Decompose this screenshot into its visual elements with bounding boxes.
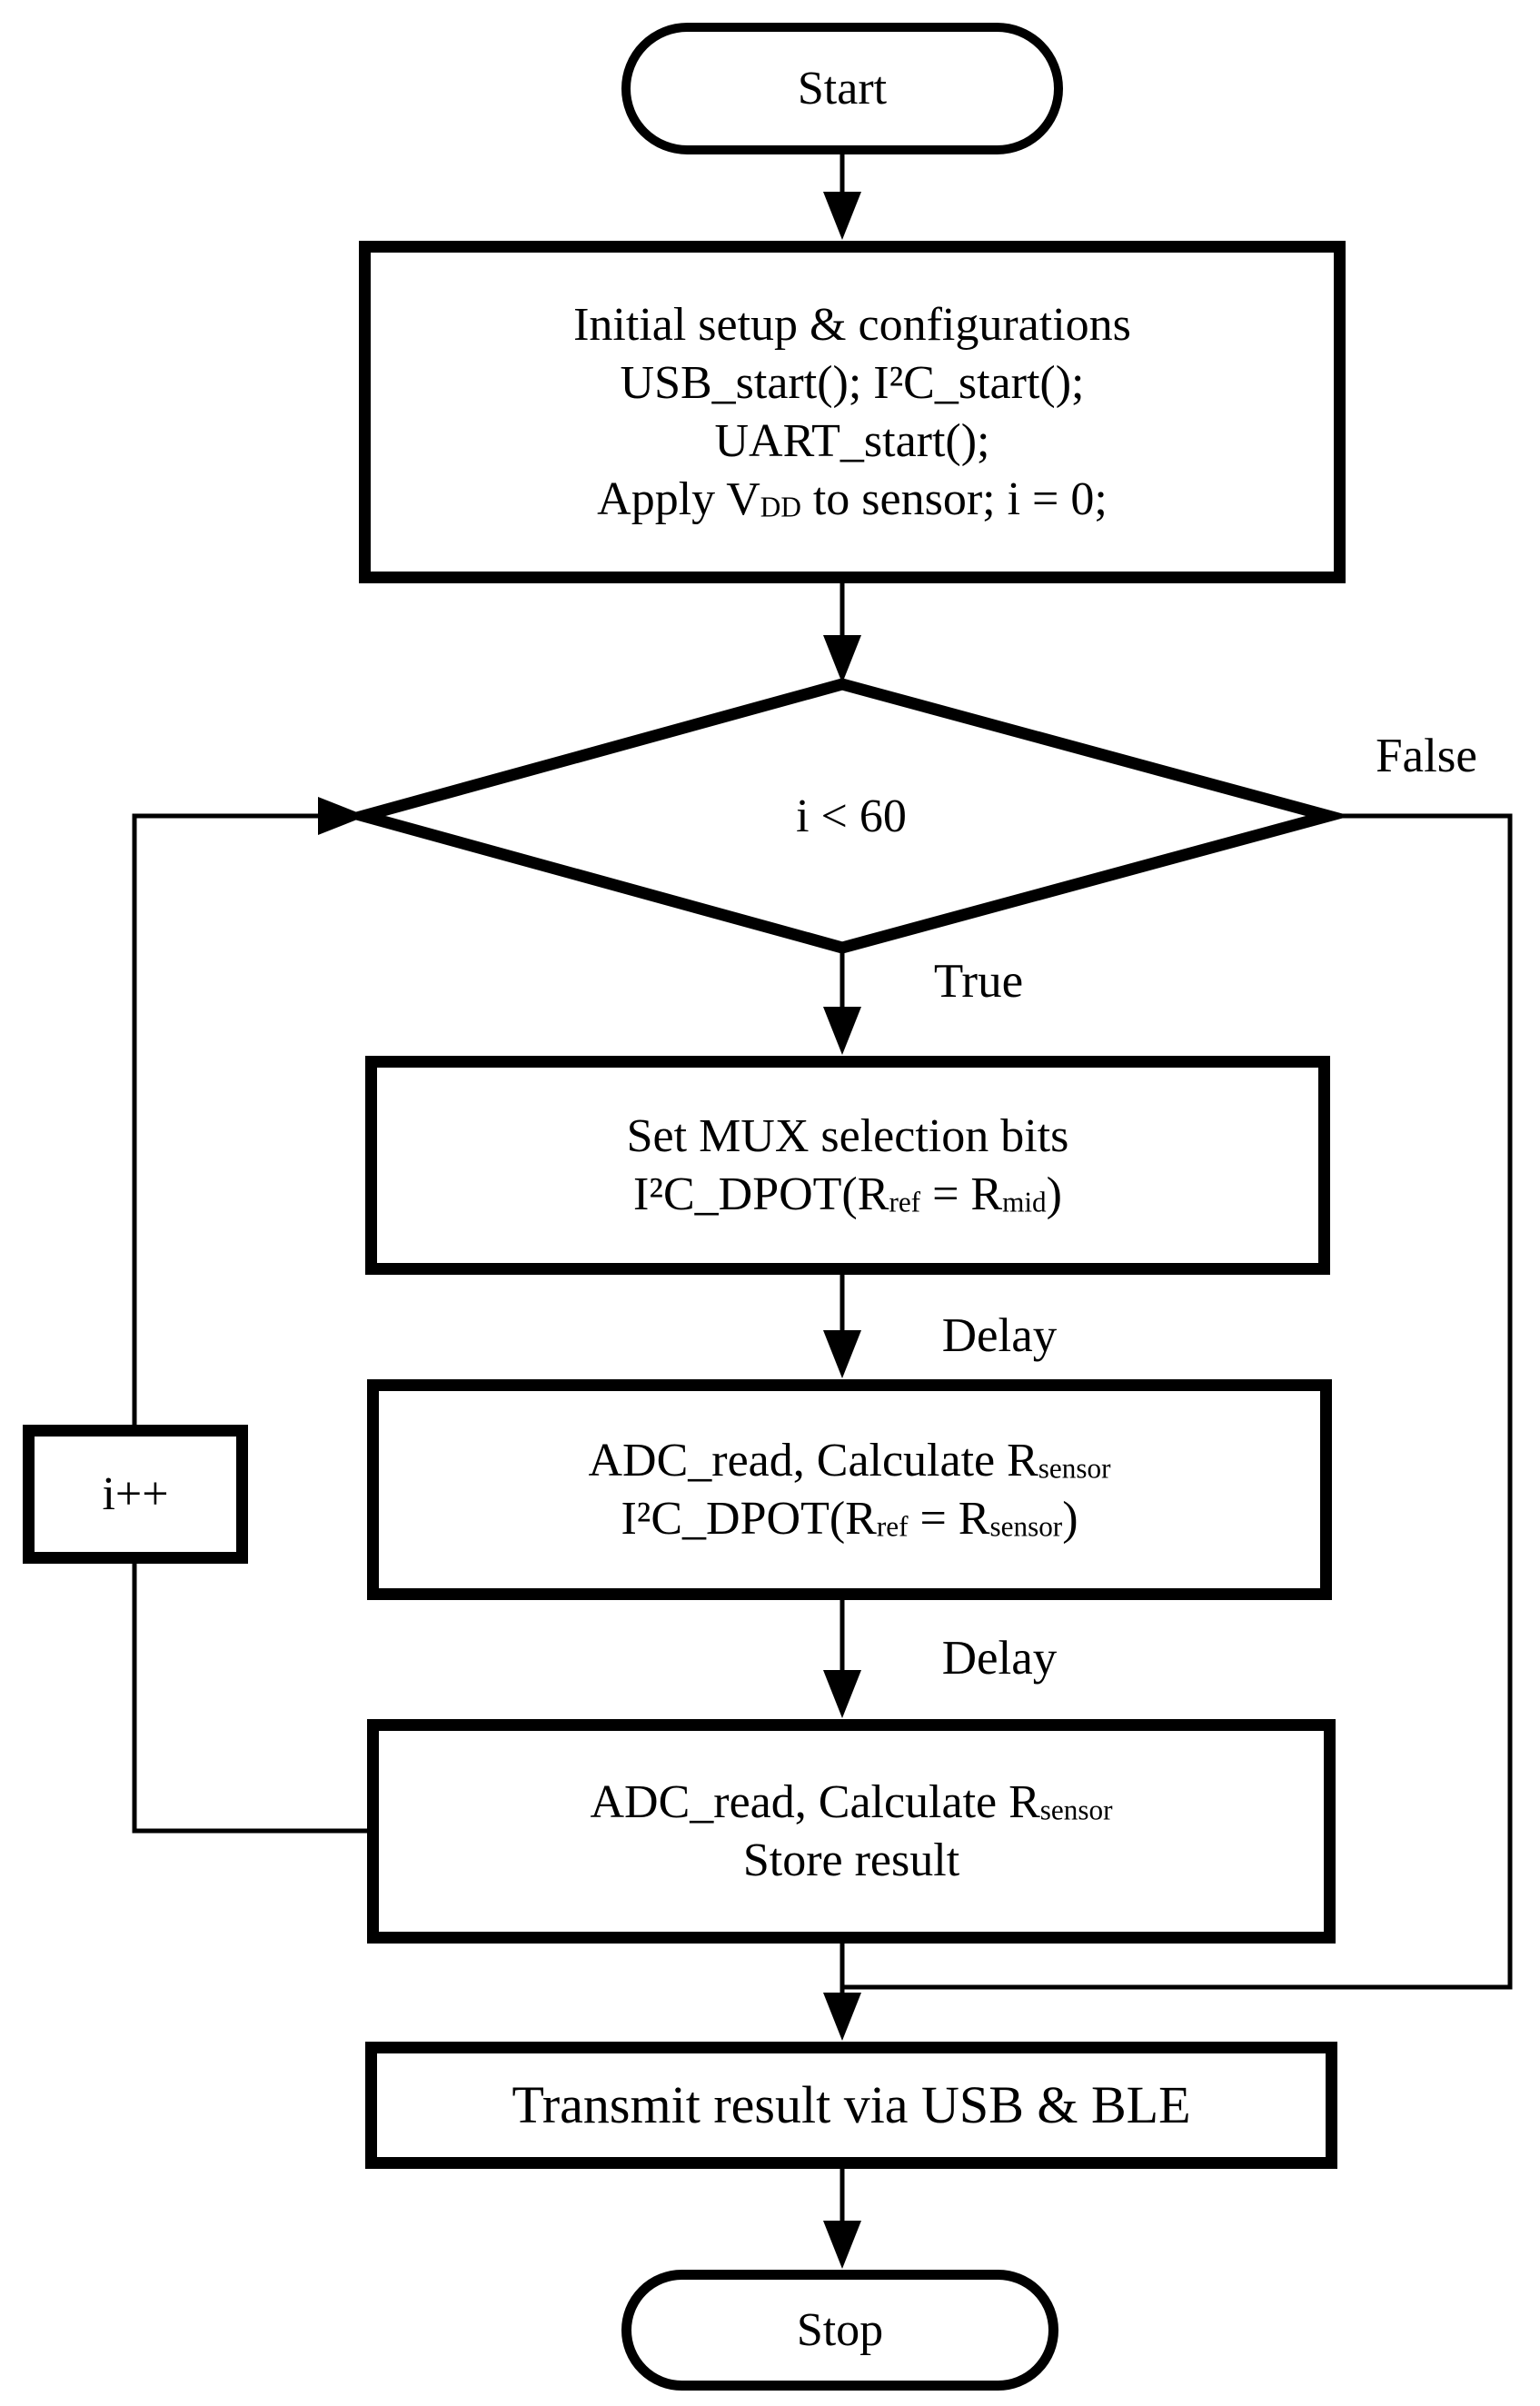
- true-branch-label: True: [933, 955, 1024, 1008]
- edge-loop-polyline: [132, 813, 368, 1834]
- edge-setmux-adcdpot-arrowhead: [823, 1330, 861, 1378]
- adc-read-dpot-process-box: ADC_read, Calculate Rsensor I²C_DPOT(Rre…: [367, 1379, 1332, 1600]
- increment-process-box: i++: [23, 1425, 248, 1564]
- decision-condition-text: i < 60: [796, 790, 907, 842]
- edge-transmit-stop-arrowhead: [823, 2221, 861, 2269]
- set-mux-process-box: Set MUX selection bits I²C_DPOT(Rref = R…: [365, 1056, 1330, 1275]
- adc-read-dpot-line-1: ADC_read, Calculate Rsensor: [588, 1434, 1111, 1486]
- decision-condition-label: i < 60: [706, 789, 997, 845]
- increment-label: i++: [102, 1467, 169, 1520]
- edge-adcdpot-adcstore-arrowhead: [823, 1670, 861, 1718]
- edge-adcstore-transmit-arrowhead: [823, 1993, 861, 2041]
- init-line-3: UART_start();: [714, 414, 990, 467]
- adc-read-dpot-line-2: I²C_DPOT(Rref = Rsensor): [621, 1492, 1078, 1545]
- adc-read-store-line-2: Store result: [742, 1834, 960, 1886]
- edge-init-decision-arrowhead: [823, 635, 861, 683]
- stop-terminator: Stop: [621, 2270, 1058, 2391]
- edge-true-arrowhead: [823, 1007, 861, 1055]
- transmit-process-box: Transmit result via USB & BLE: [365, 2042, 1337, 2169]
- init-line-4: Apply VDD to sensor; i = 0;: [597, 472, 1108, 525]
- start-label: Start: [797, 62, 888, 114]
- edge-start-init-arrowhead: [823, 192, 861, 240]
- adc-read-store-process-box: ADC_read, Calculate Rsensor Store result: [367, 1719, 1336, 1944]
- init-line-2: USB_start(); I²C_start();: [620, 356, 1085, 409]
- set-mux-line-2: I²C_DPOT(Rref = Rmid): [633, 1168, 1062, 1220]
- transmit-label: Transmit result via USB & BLE: [512, 2075, 1191, 2134]
- edge-false-polyline: [844, 813, 1513, 1990]
- start-terminator: Start: [621, 23, 1063, 154]
- stop-label: Stop: [796, 2303, 884, 2356]
- adc-read-store-line-1: ADC_read, Calculate Rsensor: [590, 1775, 1113, 1828]
- delay-label-2: Delay: [941, 1632, 1058, 1685]
- delay-label-1: Delay: [941, 1309, 1058, 1362]
- decision-diamond-shape: [341, 678, 1351, 954]
- init-process-box: Initial setup & configurations USB_start…: [359, 241, 1346, 583]
- false-branch-label: False: [1376, 730, 1477, 782]
- init-line-1: Initial setup & configurations: [573, 298, 1131, 351]
- set-mux-line-1: Set MUX selection bits: [626, 1109, 1069, 1162]
